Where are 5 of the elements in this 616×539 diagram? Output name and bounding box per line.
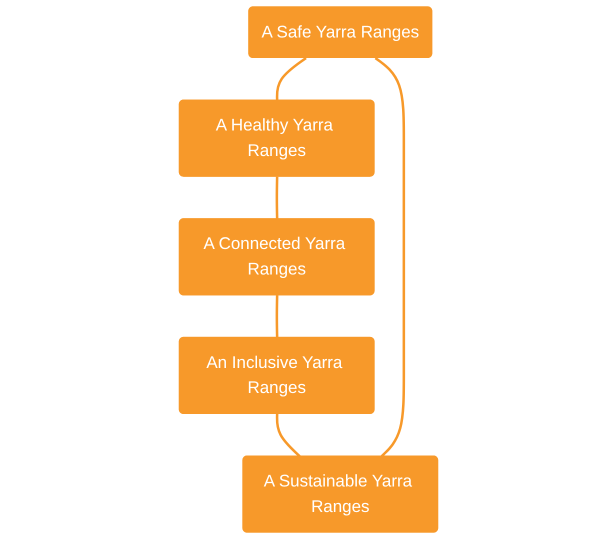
connector bbox=[374, 57, 405, 458]
connector bbox=[275, 176, 278, 220]
connector bbox=[275, 414, 300, 458]
connector bbox=[275, 57, 306, 100]
connector bbox=[275, 295, 278, 338]
